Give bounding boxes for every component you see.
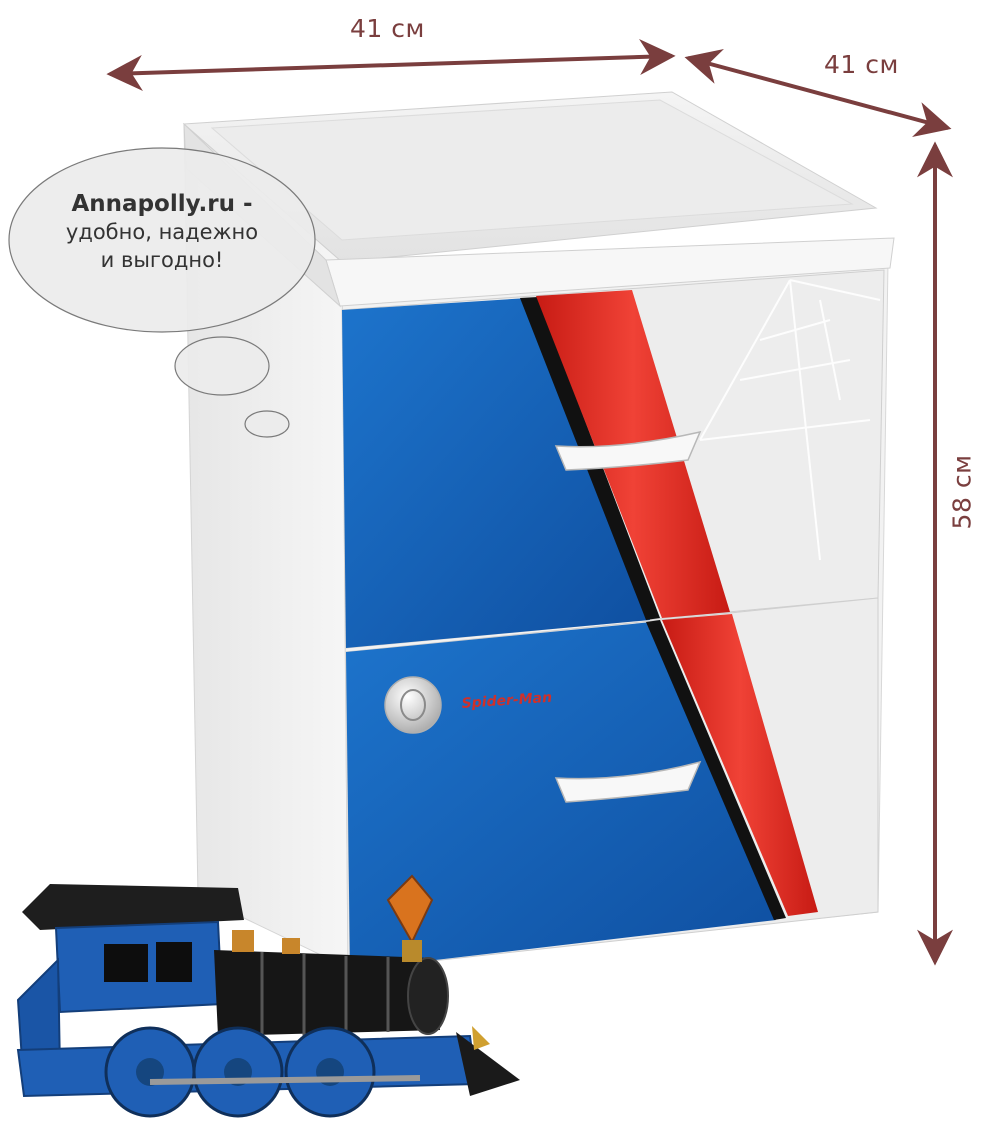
width-dimension-label: 41 см	[350, 14, 425, 43]
spider-emblem-icon	[384, 676, 442, 734]
site-name: Annapolly.ru	[71, 191, 235, 217]
site-dash: -	[234, 191, 253, 217]
depth-arrow-icon	[684, 49, 952, 137]
upper-drawer-handle-icon	[554, 430, 702, 471]
lower-drawer-handle-icon	[554, 760, 702, 803]
toy-locomotive	[16, 874, 520, 1118]
depth-dimension-label: 41 см	[824, 50, 899, 79]
thought-bubble-text: Annapolly.ru - удобно, надежно и выгодно…	[14, 190, 310, 274]
bubble-line-3: и выгодно!	[100, 248, 224, 272]
lower-drawer: Spider-Man	[345, 597, 879, 971]
width-arrow-icon	[106, 39, 676, 91]
changing-top	[182, 91, 895, 308]
spider-man-logo: Spider-Man	[461, 690, 552, 712]
web-pattern-icon	[699, 279, 881, 561]
upper-drawer	[341, 269, 885, 649]
height-dimension-label: 58 см	[947, 454, 977, 530]
bubble-line-2: удобно, надежно	[65, 220, 259, 244]
thought-bubble	[8, 147, 316, 438]
bubble-line-1: Annapolly.ru -	[14, 190, 310, 218]
